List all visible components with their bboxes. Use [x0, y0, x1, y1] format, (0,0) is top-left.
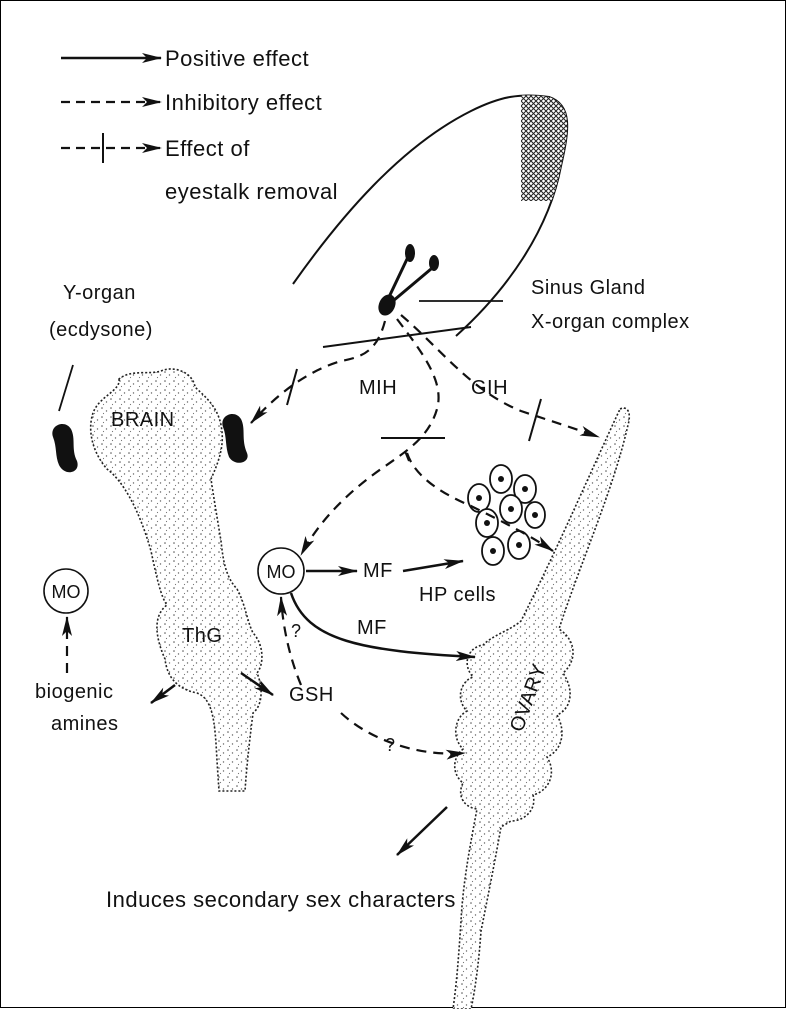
question-mark-1: ?: [291, 621, 301, 641]
induces-label: Induces secondary sex characters: [106, 887, 456, 912]
hp-nucleus: [532, 512, 538, 518]
yorgan-label: Y-organ: [63, 282, 136, 304]
ovary-to-sex-characters-arrow: [397, 807, 447, 855]
sinus-gland-label: Sinus Gland: [531, 277, 645, 299]
gih-label: GIH: [471, 377, 508, 399]
yorgan-pointer: [59, 365, 73, 411]
thg-label: ThG: [182, 625, 222, 647]
gsh-to-ovary-arrow: [341, 713, 465, 754]
xorgan-body-2: [429, 255, 439, 271]
yorgan-right: [222, 414, 247, 463]
brain-label: BRAIN: [111, 409, 175, 431]
mf-bottom-label: MF: [357, 617, 387, 639]
hp-nucleus: [498, 476, 504, 482]
amines-label: amines: [51, 713, 118, 735]
legend-removal-label-1: Effect of: [165, 136, 250, 161]
mo-left-label: MO: [52, 582, 81, 602]
hp-nucleus: [516, 542, 522, 548]
mf-to-hp-arrow: [403, 561, 463, 571]
mo-center-label: MO: [267, 562, 296, 582]
gsh-label: GSH: [289, 684, 334, 706]
legend-removal-label-2: eyestalk removal: [165, 179, 338, 204]
eyestalk-base-line: [323, 327, 471, 347]
hp-cells-label: HP cells: [419, 584, 496, 606]
mih-to-yorgan-arrow: [251, 321, 385, 423]
hp-nucleus: [522, 486, 528, 492]
mf-top-label: MF: [363, 560, 393, 582]
xorgan-complex-label: X-organ complex: [531, 311, 690, 333]
eyestalk: [293, 95, 567, 347]
legend: Positive effect Inhibitory effect Effect…: [61, 46, 338, 204]
mih-label: MIH: [359, 377, 397, 399]
hp-nucleus: [508, 506, 514, 512]
question-mark-2: ?: [385, 735, 395, 755]
hp-cells: [468, 465, 545, 565]
biogenic-label: biogenic: [35, 681, 114, 703]
xorgan-body-1: [405, 244, 415, 262]
legend-inhibitory-label: Inhibitory effect: [165, 90, 322, 115]
ecdysone-label: (ecdysone): [49, 319, 153, 341]
yorgan-left: [52, 424, 77, 472]
hp-nucleus: [484, 520, 490, 526]
legend-positive-label: Positive effect: [165, 46, 309, 71]
thg-to-biogenic-arrow: [151, 685, 175, 703]
hp-nucleus: [490, 548, 496, 554]
hp-nucleus: [476, 495, 482, 501]
removal-bar-gih: [529, 399, 541, 441]
